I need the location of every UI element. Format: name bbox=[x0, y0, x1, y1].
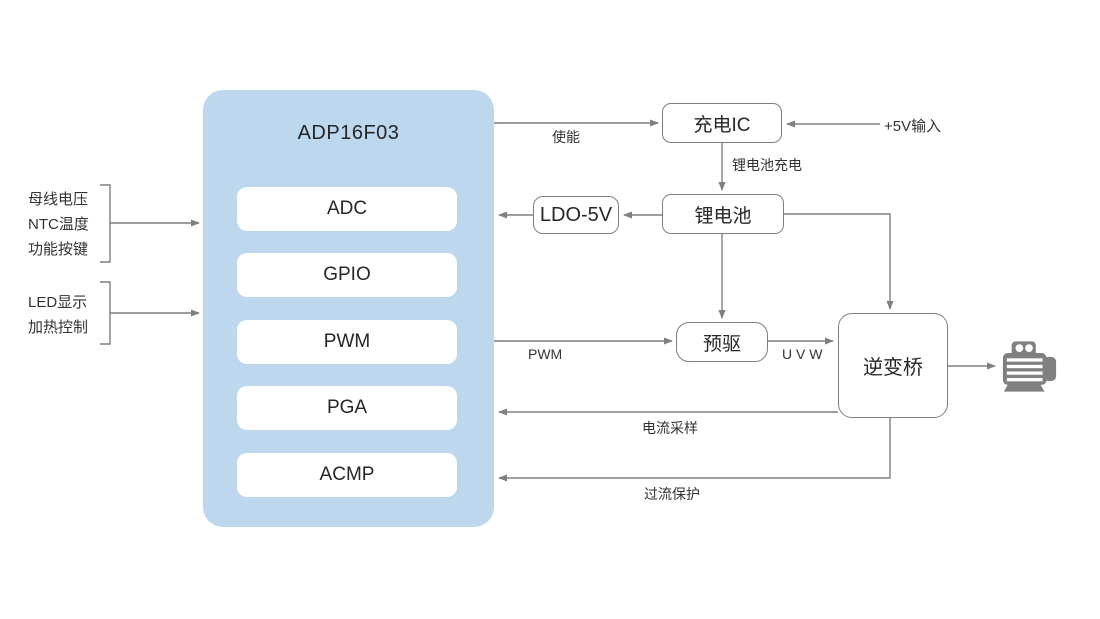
edge-label-current-sample: 电流采样 bbox=[642, 420, 698, 436]
edge-label-uvw: U V W bbox=[782, 346, 823, 362]
bracket-inputs-1 bbox=[100, 184, 111, 263]
input-signal-function-key: 功能按键 bbox=[28, 241, 89, 258]
edge-label-enable: 使能 bbox=[552, 129, 580, 145]
input-group-signals: 母线电压 NTC温度 功能按键 bbox=[28, 187, 89, 262]
bracket-inputs-2 bbox=[100, 281, 111, 345]
chip-module-acmp: ACMP bbox=[237, 453, 457, 497]
block-ldo-5v: LDO-5V bbox=[533, 196, 619, 234]
block-inverter-bridge: 逆变桥 bbox=[838, 313, 948, 418]
input-signal-ntc-temp: NTC温度 bbox=[28, 216, 89, 233]
motor-icon bbox=[1001, 340, 1059, 395]
input-signal-bus-voltage: 母线电压 bbox=[28, 191, 89, 208]
output-signal-led-display: LED显示 bbox=[28, 294, 88, 311]
chip-module-adc: ADC bbox=[237, 187, 457, 231]
block-battery: 锂电池 bbox=[662, 194, 784, 234]
output-signal-heat-control: 加热控制 bbox=[28, 319, 89, 336]
arrow-battery-to-inverter bbox=[784, 213, 894, 310]
edge-label-pwm: PWM bbox=[528, 346, 563, 362]
edge-label-5v-input: +5V输入 bbox=[884, 118, 942, 135]
chip-block-adp16f03: ADP16F03 ADC GPIO PWM PGA ACMP bbox=[203, 90, 494, 527]
block-charge-ic: 充电IC bbox=[662, 103, 782, 143]
chip-title: ADP16F03 bbox=[297, 122, 400, 144]
block-predriver: 预驱 bbox=[676, 322, 768, 362]
chip-module-gpio: GPIO bbox=[237, 253, 457, 297]
chip-module-pwm: PWM bbox=[237, 320, 457, 364]
edge-label-overcurrent: 过流保护 bbox=[644, 486, 700, 502]
edge-label-battery-charge: 锂电池充电 bbox=[732, 157, 802, 173]
chip-module-pga: PGA bbox=[237, 386, 457, 430]
output-group-signals: LED显示 加热控制 bbox=[28, 290, 88, 340]
